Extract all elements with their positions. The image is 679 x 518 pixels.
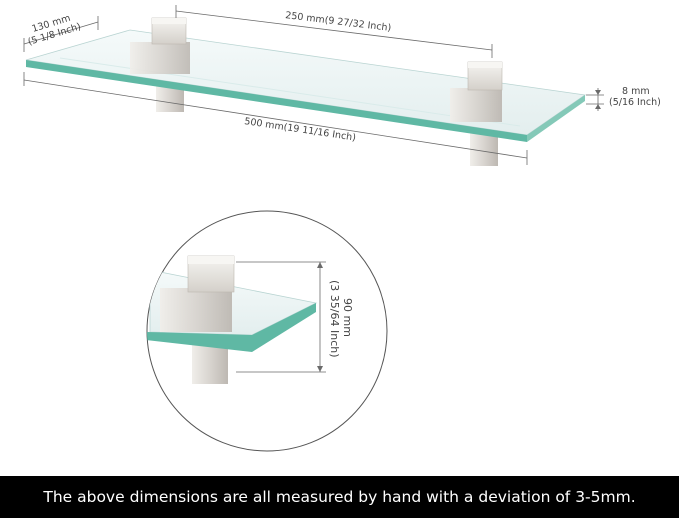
bracket-height-inch-label: (3 35/64 Inch) <box>328 280 341 358</box>
thickness-mm-label: 8 mm <box>622 86 650 97</box>
detail-zoom-circle <box>146 210 388 452</box>
dimension-lines <box>23 5 604 165</box>
glass-shelf <box>25 17 587 166</box>
disclaimer-text: The above dimensions are all measured by… <box>43 488 636 506</box>
detail-glass-edge <box>147 303 316 352</box>
measurement-disclaimer-banner: The above dimensions are all measured by… <box>0 476 679 518</box>
bracket-height-mm-label: 90 mm <box>341 298 354 337</box>
length-label: 500 mm(19 11/16 Inch) <box>244 116 357 144</box>
bracket-spacing-label: 250 mm(9 27/32 Inch) <box>285 10 392 34</box>
thickness-inch-label: (5/16 Inch) <box>609 97 661 108</box>
right-bracket <box>450 61 503 122</box>
glass-front-edge <box>26 60 527 142</box>
glass-side-edge <box>527 95 585 142</box>
left-bracket <box>130 17 190 74</box>
